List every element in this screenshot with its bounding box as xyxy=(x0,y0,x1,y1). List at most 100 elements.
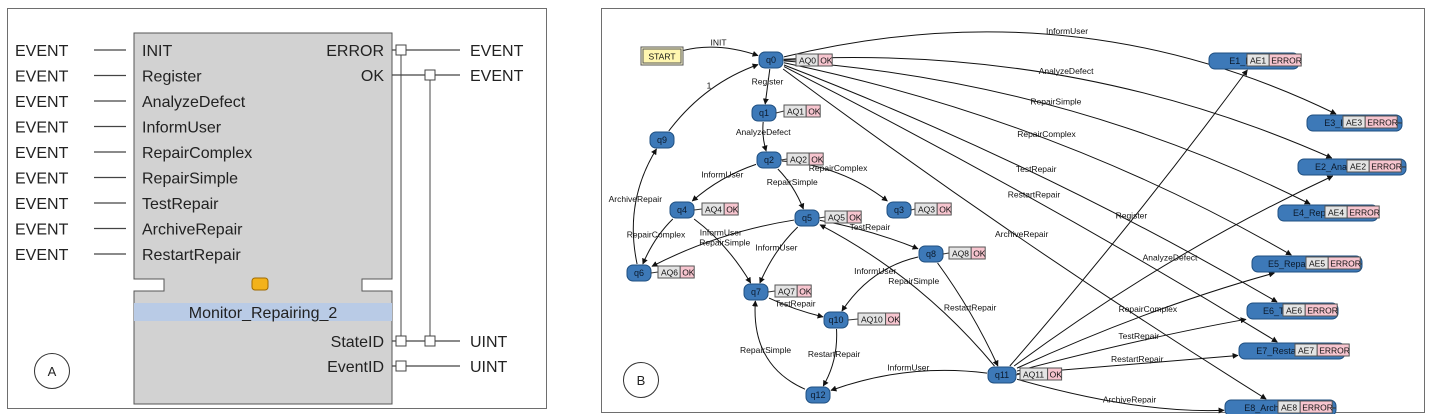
output-connector xyxy=(395,44,407,56)
input-testrepair: TestRepair xyxy=(142,196,219,213)
state-label: q6 xyxy=(634,268,644,278)
transition-q0-to-e2-analyzedefect xyxy=(783,56,1333,159)
event-input-type: EVENT xyxy=(15,43,69,60)
action-output-box xyxy=(1364,115,1398,129)
action-link xyxy=(650,271,659,274)
data-output-type: UINT xyxy=(470,359,508,376)
transition-q11-to-q12 xyxy=(830,369,988,392)
data-output-type: UINT xyxy=(470,334,508,351)
state-q12: q12 xyxy=(805,386,831,404)
action-output-box xyxy=(1299,400,1333,414)
state-label: q3 xyxy=(894,205,904,215)
input-repairsimple: RepairSimple xyxy=(142,171,238,188)
action-output-box xyxy=(1327,256,1361,270)
action-algorithm: AQ5 xyxy=(828,213,845,223)
action-output: OK xyxy=(1050,370,1063,380)
event-input-type: EVENT xyxy=(15,222,69,239)
action-algorithm: AQ1 xyxy=(787,107,804,117)
transition-label: INIT xyxy=(711,37,727,47)
action-output-box xyxy=(796,284,812,298)
event-input-type: EVENT xyxy=(15,69,69,86)
block-name-bar xyxy=(134,303,392,321)
transition-q0-to-e8-archiverepair xyxy=(782,68,1267,400)
action-output-box xyxy=(817,53,833,67)
transition-q0-to-e4-repairsimple xyxy=(783,60,1311,205)
action-algorithm: AE4 xyxy=(1328,208,1344,218)
state-label: q10 xyxy=(828,315,843,325)
action-algorithm: AQ3 xyxy=(918,205,935,215)
action-algorithm: AQ0 xyxy=(799,56,816,66)
action-output: ERROR xyxy=(1371,162,1402,172)
transition-label: TestRepair xyxy=(1118,331,1159,341)
action-algorithm: AQ2 xyxy=(790,155,807,165)
transition-q6-to-q9 xyxy=(632,148,657,265)
action-output: ERROR xyxy=(1302,403,1333,413)
action-algorithm: AE6 xyxy=(1286,306,1302,316)
event-input-type: EVENT xyxy=(15,94,69,111)
state-label: q11 xyxy=(995,370,1009,380)
state-e8-archiverepair: E8_ArchiveRepairAE8ERROR xyxy=(1224,399,1337,414)
action-output: ERROR xyxy=(1367,118,1398,128)
action-output: OK xyxy=(820,56,833,66)
transitions: INITRegisterAnalyzeDefectRepairComplexIn… xyxy=(609,26,1337,414)
state-machine-diagram: INITRegisterAnalyzeDefectRepairComplexIn… xyxy=(609,26,1407,414)
transition-label: InformUser xyxy=(854,266,896,276)
input-informuser: InformUser xyxy=(142,120,222,137)
state-node xyxy=(805,386,831,404)
event-input-type: EVENT xyxy=(15,145,69,162)
transition-q12-to-q7 xyxy=(752,300,806,390)
transition-label: RepairSimple xyxy=(767,177,818,187)
action-algorithm: AE3 xyxy=(1346,118,1362,128)
action-output: OK xyxy=(808,107,821,117)
state-label: q7 xyxy=(751,287,761,297)
action-algorithm: AE2 xyxy=(1350,162,1366,172)
state-label: q1 xyxy=(759,108,769,118)
action-output: ERROR xyxy=(1319,346,1350,356)
action-output: ERROR xyxy=(1349,208,1380,218)
action-output: ERROR xyxy=(1330,259,1361,269)
action-output: OK xyxy=(682,268,695,278)
action-output: ERROR xyxy=(1271,56,1302,66)
action-algorithm: AE8 xyxy=(1281,403,1297,413)
action-output-box xyxy=(970,246,986,260)
transition-q5-to-q6 xyxy=(651,219,795,267)
state-e2-analyzedefect: E2_AnalyzeDefectAE2ERROR xyxy=(1297,158,1407,176)
action-link xyxy=(775,110,785,114)
transition-q9-to-q0 xyxy=(668,63,759,132)
transition-label: TestRepair xyxy=(1016,164,1057,174)
action-algorithm: AQ4 xyxy=(705,205,722,215)
action-output: OK xyxy=(849,213,862,223)
input-restartrepair: RestartRepair xyxy=(142,247,241,264)
transition-label: 1 xyxy=(707,81,712,91)
transition-q5-to-q7 xyxy=(759,226,799,284)
start-node xyxy=(642,48,682,64)
transition-q0-to-e6-testrepair xyxy=(783,64,1278,303)
transition-q0-to-e5-repaircomplex xyxy=(783,62,1292,256)
transition-q8-to-q10 xyxy=(841,256,919,312)
action-link xyxy=(780,158,788,161)
transition-q7-to-q10 xyxy=(768,297,824,319)
action-algorithm: AQ7 xyxy=(778,287,795,297)
action-output-box xyxy=(723,202,739,216)
action-output-box xyxy=(1346,205,1380,219)
action-link xyxy=(1015,373,1021,376)
input-repaircomplex: RepairComplex xyxy=(142,145,252,162)
action-link xyxy=(910,208,916,211)
transition-start-to-q0 xyxy=(681,46,759,57)
state-label: q9 xyxy=(657,135,667,145)
action-output-box xyxy=(805,104,821,118)
transition-q2-to-q4 xyxy=(691,163,757,202)
input-init: INIT xyxy=(142,43,172,60)
state-q9: q9 xyxy=(649,131,675,149)
data-output-connector xyxy=(395,360,407,372)
event-input-type: EVENT xyxy=(15,120,69,137)
action-output: OK xyxy=(939,205,952,215)
transition-q8-to-q11 xyxy=(937,262,999,367)
